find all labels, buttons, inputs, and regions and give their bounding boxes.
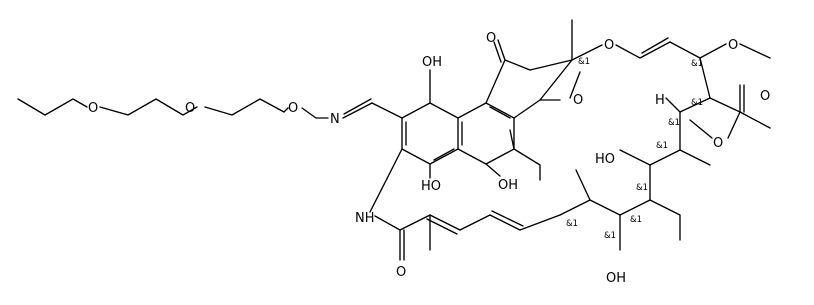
atom-furan-o: O [573, 93, 583, 108]
bonds [17, 19, 771, 261]
stereo-label: &1 [691, 98, 703, 108]
atom-o-oxime: O [288, 101, 298, 116]
atom-o-acetoxy: O [713, 136, 723, 151]
stereo-descriptors: &1 &1 &1 &1 &1 &1 &1 &1 &1 [566, 57, 703, 241]
stereo-label: &1 [668, 118, 680, 128]
stereo-label: &1 [630, 215, 642, 225]
stereo-label: &1 [691, 59, 703, 69]
stereo-label: &1 [604, 231, 616, 241]
atom-o-vinyl: O [604, 38, 614, 53]
atom-carbonyl-o: O [486, 31, 496, 46]
atom-ho-right: HO [595, 152, 615, 167]
atom-amide-o: O [396, 265, 406, 280]
atom-nh: NH [355, 211, 375, 226]
stereo-label: &1 [578, 57, 590, 67]
atom-ho-middle: HO [421, 179, 441, 194]
atom-o-methoxy: O [728, 38, 738, 53]
atom-labels: O O O N OH HO OH O O O O H O O HO NH O O… [88, 31, 770, 286]
atom-oh-bottom: OH [606, 271, 626, 286]
atom-oh-top: OH [422, 55, 442, 70]
stereo-label: &1 [566, 219, 578, 229]
atom-o-ether-2: O [185, 101, 195, 116]
atom-n-oxime: N [330, 112, 340, 127]
atom-o-acetyl-carbonyl: O [760, 89, 770, 104]
stereo-label: &1 [636, 183, 648, 193]
atom-oh-middle: OH [498, 178, 518, 193]
stereo-label: &1 [656, 141, 668, 151]
atom-h: H [655, 93, 665, 108]
atom-o-ether-1: O [88, 101, 98, 116]
